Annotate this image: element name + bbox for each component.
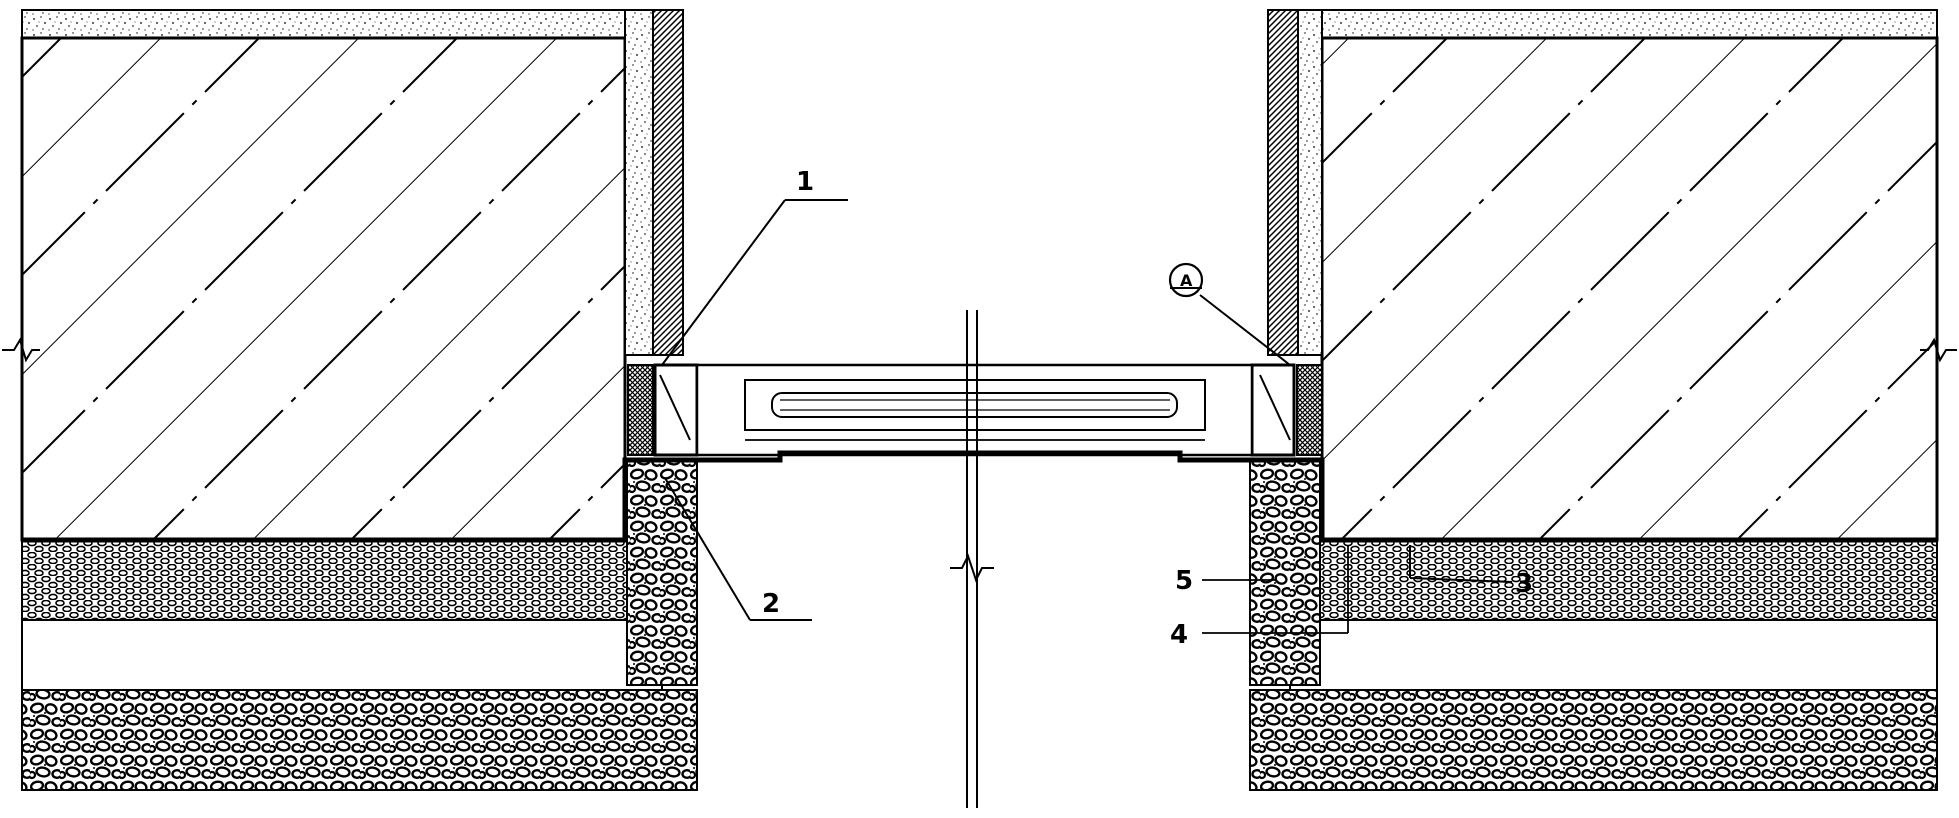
callout-4: 4 [1170,545,1349,650]
expansion-joint-cover [630,310,1320,808]
callout-5-label: 5 [1175,566,1193,596]
right-angle-frame [1250,363,1296,457]
right-wall-plaster [1297,9,1323,356]
right-break-mark [1920,337,1957,363]
left-wall-insulation [652,9,684,356]
detail-marker-label: A [1180,271,1193,290]
left-side-section [2,9,700,791]
cover-base-flange [630,450,1320,463]
left-vertical-insulation [626,459,698,686]
left-cushion-gap [21,619,663,691]
callout-2-label: 2 [762,589,780,619]
left-sealant-block [627,364,654,456]
right-gravel-bed [1249,689,1938,791]
callout-3-label: 3 [1515,569,1533,599]
left-concrete-block [20,36,627,542]
right-insulation-layer [1289,539,1938,621]
left-mortar-cap [21,9,653,39]
left-break-mark [2,337,40,363]
detail-marker-a: A [1168,262,1291,366]
right-wall-insulation [1267,9,1299,356]
callout-1: 1 [661,167,848,366]
left-wall-plaster [624,9,654,356]
callout-5: 5 [1175,566,1275,596]
cover-inner-bar [771,392,1178,418]
right-cushion-gap [1289,619,1938,691]
right-vertical-insulation [1249,459,1321,686]
callout-2: 2 [664,477,812,621]
right-concrete-block [1320,36,1939,542]
center-break-mark [950,553,994,583]
right-sealant-block [1296,364,1323,456]
left-gravel-bed [21,689,698,791]
left-insulation-layer [21,539,663,621]
callout-3: 3 [1409,545,1533,599]
callout-4-label: 4 [1170,620,1188,650]
callout-1-label: 1 [796,167,814,197]
right-mortar-cap [1299,9,1938,39]
right-side-section [1249,9,1957,791]
